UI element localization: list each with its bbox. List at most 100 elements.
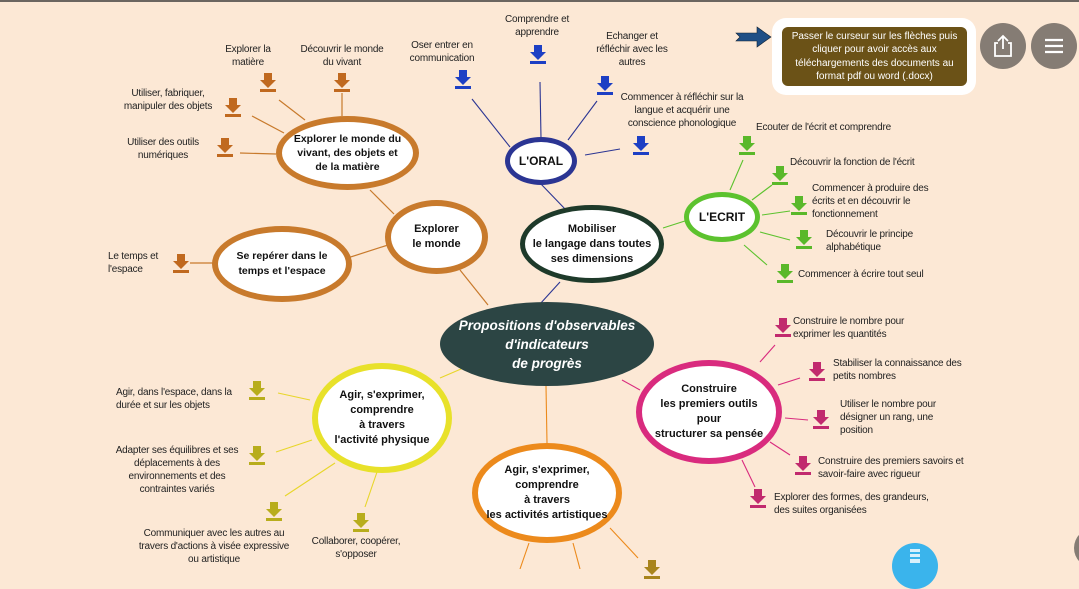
leaf-explorer-matiere: Explorer la matière [225,44,271,68]
link-quantites [759,344,776,363]
download-arrow-icon[interactable] [738,136,756,156]
download-arrow-icon[interactable] [248,381,266,401]
link-reflechir [584,148,621,156]
share-icon [994,34,1012,57]
leaf-formes-grandeurs: Explorer des formes, des grandeurs, des … [774,492,929,516]
download-arrow-icon[interactable] [333,73,351,93]
download-arrow-icon[interactable] [812,410,830,430]
node-text: les activités artistiques [486,509,608,521]
download-arrow-icon[interactable] [216,138,234,158]
leaf-principe-alpha: Découvrir le principe alphabétique [826,229,913,253]
download-arrow-icon[interactable] [172,254,190,274]
link-rigueur [769,441,791,456]
leaf-adapter-equilibres: Adapter ses équilibres et ses déplacemen… [115,445,239,495]
node-text: à travers [524,494,570,506]
link-rang [784,417,809,421]
leaf-ecrire-seul: Commencer à écrire tout seul [798,269,924,280]
node-explorer-vivant: Explorer le monde du vivant, des objets e… [276,116,419,190]
node-text: L'ECRIT [698,209,746,224]
leaf-utiliser-fabriquer: Utiliser, fabriquer, manipuler des objet… [123,88,213,112]
node-text: les premiers outils [660,398,758,410]
download-icon [910,549,920,563]
download-arrow-icon[interactable] [776,264,794,284]
link-agir-espace [277,392,311,401]
node-text: structurer sa pensée [654,428,764,440]
node-text: Agir, s'exprimer, [504,464,590,476]
download-arrow-icon[interactable] [794,456,812,476]
link-alpha [759,231,791,241]
download-arrow-icon[interactable] [795,230,813,250]
link-seul [743,244,768,266]
link-produire [761,210,791,216]
leaf-ecouter-ecrit: Ecouter de l'écrit et comprendre [756,122,892,133]
node-text: vivant, des objets et [297,147,398,159]
node-text: comprendre [350,404,414,416]
leaf-savoirs-rigueur: Construire des premiers savoirs et savoi… [818,456,964,480]
node-text: temps et l'espace [238,265,326,277]
download-arrow-icon[interactable] [774,318,792,338]
link-monde-center [459,269,489,306]
link-formes [741,459,756,488]
node-text: de la matière [315,161,380,173]
download-arrow-icon[interactable] [529,45,547,65]
download-arrow-icon[interactable] [224,98,242,118]
download-arrow-icon[interactable] [790,196,808,216]
link-art-2 [572,542,581,569]
node-text: le monde [412,238,461,250]
menu-button[interactable] [1031,23,1077,69]
download-arrow-icon[interactable] [771,166,789,186]
leaf-rang-position: Utiliser le nombre pour désigner un rang… [840,399,936,436]
node-nombre: Construire les premiers outils pour structu… [636,360,782,464]
download-arrow-icon[interactable] [352,513,370,533]
node-text: comprendre [515,479,579,491]
download-arrow-icon[interactable] [259,73,277,93]
node-text: Explorer le monde du [293,133,402,145]
menu-icon [1045,38,1063,54]
download-arrow-icon[interactable] [749,489,767,509]
node-text: Construire [681,383,737,395]
center-line-2: d'indicateurs [505,336,589,352]
leaf-comprendre-apprendre: Comprendre et apprendre [504,14,570,38]
node-text: le langage dans toutes [532,237,652,250]
leaf-decouvrir-vivant: Découvrir le monde du vivant [300,44,384,68]
download-arrow-icon[interactable] [454,70,472,90]
leaf-agir-espace: Agir, dans l'espace, dans la durée et su… [116,387,232,411]
leaf-collaborer: Collaborer, coopérer, s'opposer [311,536,401,560]
link-langage-center [539,281,561,305]
download-arrow-icon[interactable] [596,76,614,96]
side-button[interactable] [1074,528,1079,568]
download-arrow-icon[interactable] [265,502,283,522]
link-langage-ecrit [662,219,689,229]
link-collaborer [364,471,378,508]
leaf-fonction-ecrit: Découvrir la fonction de l'écrit [790,157,915,168]
node-ecrit: L'ECRIT [684,192,760,242]
link-comprendre [539,81,542,139]
leaf-outils-numeriques: Utiliser des outils numériques [127,137,199,161]
download-arrow-icon[interactable] [248,446,266,466]
connector-lines [190,81,809,569]
node-text: pour [696,413,722,425]
link-ecouter [729,159,744,191]
node-artistique: Agir, s'exprimer, comprendre à travers les … [472,443,622,543]
link-art-1 [519,542,530,569]
link-center-nombre [621,379,641,391]
node-text: à travers [359,419,405,431]
link-petits [777,377,801,386]
tooltip-box: Passer le curseur sur les flèches puis c… [772,18,976,95]
link-fonction [751,184,773,201]
download-arrow-icon[interactable] [643,560,661,580]
leaf-temps-espace: Le temps et l'espace [108,251,159,275]
link-oral-langage [539,182,567,211]
link-fabriquer [251,115,285,134]
scroll-download-button[interactable] [892,543,938,589]
top-border [0,0,1079,2]
leaf-echanger: Echanger et réfléchir avec les autres [596,31,668,68]
download-arrow-icon[interactable] [632,136,650,156]
node-text: L'ORAL [518,153,564,168]
download-arrow-icon[interactable] [808,362,826,382]
share-button[interactable] [980,23,1026,69]
arrow-right-icon [735,26,772,48]
